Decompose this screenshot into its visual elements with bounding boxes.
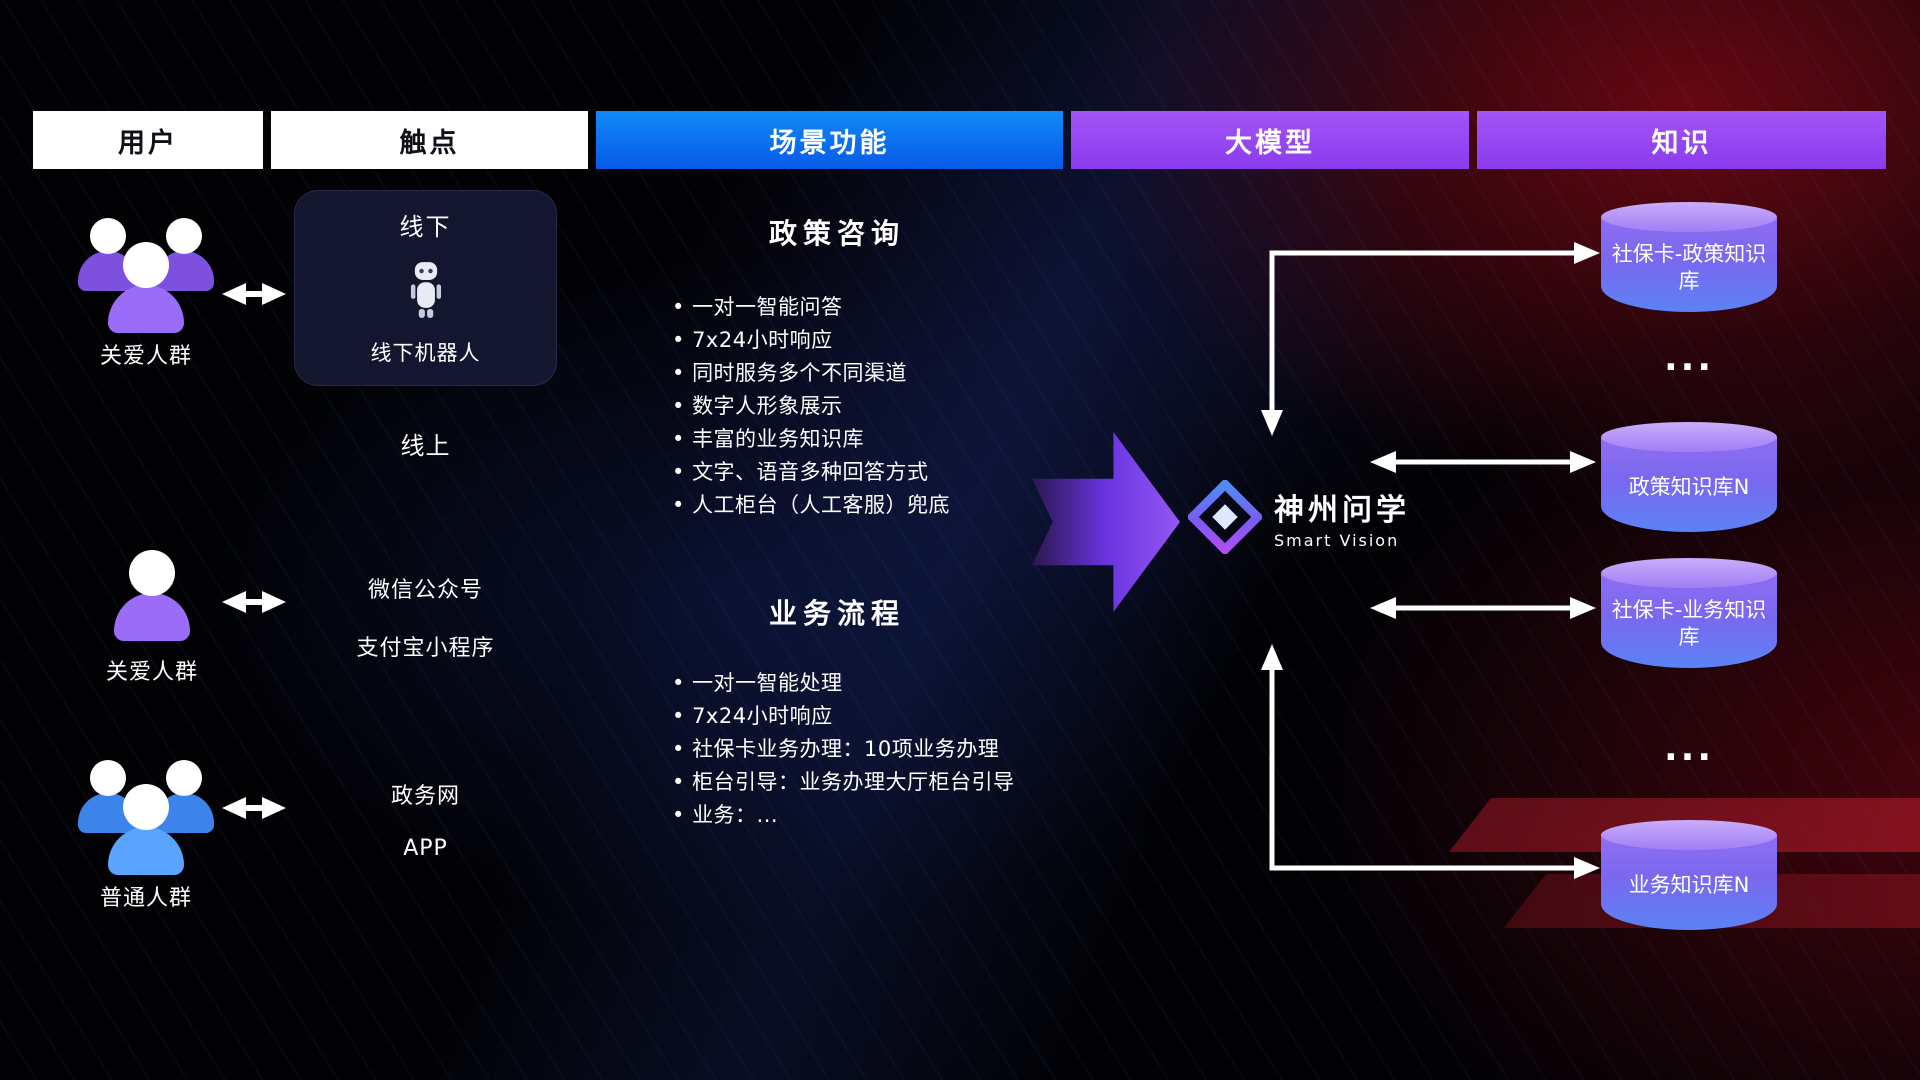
kb-label: 业务知识库N bbox=[1628, 873, 1750, 898]
user-group-label: 关爱人群 bbox=[99, 344, 192, 369]
channel-app: APP bbox=[403, 836, 448, 861]
kb-label: 社保卡-政策知识库 bbox=[1611, 241, 1767, 293]
service-robot-icon bbox=[410, 261, 441, 318]
scene-feature: 一对一智能处理 bbox=[672, 672, 1112, 694]
logo-subtitle: Smart Vision bbox=[1274, 530, 1400, 550]
user-group-label: 关爱人群 bbox=[106, 660, 199, 685]
column-header-user: 用户 bbox=[33, 111, 263, 169]
scene-feature: 同时服务多个不同渠道 bbox=[672, 362, 1092, 384]
scene-policy-consulting: 政策咨询 一对一智能问答 7x24小时响应 同时服务多个不同渠道 数字人形象展示… bbox=[672, 212, 1092, 527]
column-header-touchpoint: 触点 bbox=[271, 111, 588, 169]
kb-policy-n: 政策知识库N bbox=[1601, 422, 1777, 532]
offline-robot-label: 线下机器人 bbox=[370, 341, 481, 365]
scene-feature: 7x24小时响应 bbox=[672, 705, 1112, 727]
kb-label: 社保卡-业务知识库 bbox=[1611, 597, 1767, 649]
kb-ellipsis-2: ... bbox=[1663, 728, 1715, 769]
database-cylinder-body bbox=[1601, 573, 1777, 668]
column-header-scene: 场景功能 bbox=[596, 111, 1063, 169]
scene-feature-list: 一对一智能处理 7x24小时响应 社保卡业务办理：10项业务办理 柜台引导：业务… bbox=[672, 672, 1112, 826]
column-header-knowledge: 知识 bbox=[1477, 111, 1886, 169]
kb-ellipsis-1: ... bbox=[1663, 338, 1715, 379]
scene-feature: 数字人形象展示 bbox=[672, 395, 1092, 417]
channel-gov-web: 政务网 bbox=[390, 784, 460, 809]
channel-alipay: 支付宝小程序 bbox=[356, 636, 495, 661]
scene-title: 业务流程 bbox=[768, 597, 905, 630]
online-title: 线上 bbox=[400, 432, 451, 460]
database-cylinder-body bbox=[1601, 437, 1777, 532]
kb-social-card-business: 社保卡-业务知识库 bbox=[1601, 558, 1777, 668]
database-cylinder-top bbox=[1601, 202, 1777, 232]
database-cylinder-top bbox=[1601, 422, 1777, 452]
scene-feature: 人工柜台（人工客服）兜底 bbox=[672, 494, 1092, 516]
logo-text: 神州问学 Smart Vision bbox=[1274, 485, 1410, 550]
database-cylinder-top bbox=[1601, 558, 1777, 588]
scene-feature: 社保卡业务办理：10项业务办理 bbox=[672, 738, 1112, 760]
smart-vision-logo: 神州问学 Smart Vision bbox=[1188, 480, 1410, 554]
offline-touchpoint-card: 线下 线下机器人 bbox=[294, 190, 557, 386]
database-cylinder-body bbox=[1601, 835, 1777, 930]
database-cylinder-top bbox=[1601, 820, 1777, 850]
person-purple-icon bbox=[107, 548, 197, 648]
scene-feature: 业务：... bbox=[672, 804, 1112, 826]
scene-feature: 丰富的业务知识库 bbox=[672, 428, 1092, 450]
kb-business-n: 业务知识库N bbox=[1601, 820, 1777, 930]
people-group-purple-icon bbox=[78, 210, 214, 333]
diamond-logo-icon bbox=[1188, 480, 1262, 554]
logo-name: 神州问学 bbox=[1274, 492, 1410, 528]
scene-business-process: 业务流程 一对一智能处理 7x24小时响应 社保卡业务办理：10项业务办理 柜台… bbox=[672, 592, 1112, 837]
kb-label: 政策知识库N bbox=[1628, 475, 1750, 500]
kb-social-card-policy: 社保卡-政策知识库 bbox=[1601, 202, 1777, 312]
scene-title: 政策咨询 bbox=[768, 217, 905, 250]
offline-title: 线下 bbox=[399, 213, 452, 241]
user-group-care-1: 关爱人群 bbox=[78, 210, 214, 370]
scene-feature: 柜台引导：业务办理大厅柜台引导 bbox=[672, 771, 1112, 793]
database-cylinder-body bbox=[1601, 217, 1777, 312]
scene-feature: 文字、语音多种回答方式 bbox=[672, 461, 1092, 483]
scene-feature: 一对一智能问答 bbox=[672, 296, 1092, 318]
column-header-model: 大模型 bbox=[1071, 111, 1469, 169]
user-group-general: 普通人群 bbox=[78, 752, 214, 912]
user-group-care-2: 关爱人群 bbox=[106, 548, 198, 686]
scene-feature: 7x24小时响应 bbox=[672, 329, 1092, 351]
channel-wechat: 微信公众号 bbox=[367, 578, 483, 603]
scene-feature-list: 一对一智能问答 7x24小时响应 同时服务多个不同渠道 数字人形象展示 丰富的业… bbox=[672, 296, 1092, 516]
people-group-blue-icon bbox=[78, 752, 214, 875]
user-group-label: 普通人群 bbox=[99, 886, 192, 911]
